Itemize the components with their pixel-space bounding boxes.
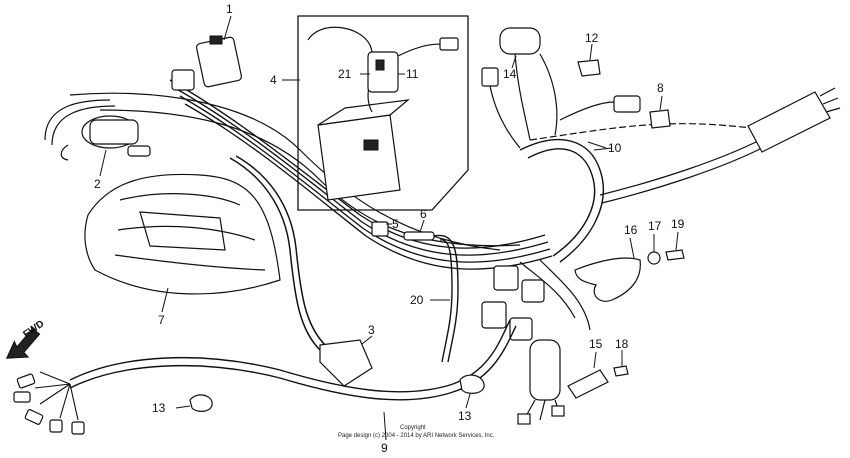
callout-3: 3 bbox=[368, 323, 375, 337]
main-harness bbox=[44, 79, 553, 270]
clamp-part-13-right bbox=[459, 374, 485, 394]
connectors-part-5-6 bbox=[371, 219, 435, 241]
ignition-coil-part-2 bbox=[60, 115, 151, 177]
callout-13-right: 13 bbox=[458, 409, 472, 423]
socket-part-8 bbox=[649, 109, 671, 129]
connector-cluster bbox=[481, 259, 591, 341]
callout-18: 18 bbox=[615, 337, 629, 351]
clip-part-12 bbox=[577, 59, 601, 77]
copyright-line-1: Copyright bbox=[400, 425, 426, 431]
bolt-part-18 bbox=[613, 365, 629, 377]
callout-5: 5 bbox=[392, 217, 399, 231]
screw-part-19 bbox=[665, 249, 685, 261]
fuse-holder-part-11-21 bbox=[360, 37, 459, 93]
callout-1: 1 bbox=[226, 2, 233, 16]
stay-part-16 bbox=[574, 257, 641, 302]
callout-20: 20 bbox=[410, 293, 424, 307]
callout-4: 4 bbox=[270, 73, 277, 87]
battery bbox=[307, 26, 410, 201]
callout-11: 11 bbox=[406, 67, 419, 81]
connector bbox=[613, 95, 641, 113]
lower-harness-part-9 bbox=[13, 319, 517, 441]
connector bbox=[171, 69, 195, 91]
bracket-part-15 bbox=[567, 369, 609, 399]
callout-10: 10 bbox=[608, 141, 622, 155]
condenser-part-14 bbox=[499, 27, 558, 141]
tube-part-20 bbox=[430, 234, 459, 363]
tail-harness-sleeve bbox=[747, 91, 831, 153]
callout-12: 12 bbox=[585, 31, 599, 45]
callout-14: 14 bbox=[503, 67, 517, 81]
callout-8: 8 bbox=[657, 81, 664, 95]
callout-2: 2 bbox=[94, 177, 101, 191]
callout-16: 16 bbox=[624, 223, 638, 237]
callout-6: 6 bbox=[420, 207, 427, 221]
relay-part-1 bbox=[195, 15, 243, 88]
tray-part-7 bbox=[84, 173, 281, 313]
callout-7: 7 bbox=[158, 313, 165, 327]
clamp-part-13-left bbox=[189, 394, 213, 412]
harness-branch-10 bbox=[519, 87, 841, 263]
callout-21: 21 bbox=[338, 67, 352, 81]
flasher-unit bbox=[517, 339, 565, 425]
callout-17: 17 bbox=[648, 219, 662, 233]
callout-13-left: 13 bbox=[152, 401, 166, 415]
plug-cap-part-3 bbox=[229, 155, 373, 387]
callout-15: 15 bbox=[589, 337, 603, 351]
fwd-arrow: FWD bbox=[5, 318, 46, 359]
grommet-part-17 bbox=[647, 251, 661, 265]
callout-9: 9 bbox=[381, 441, 388, 455]
connector bbox=[481, 67, 499, 87]
callout-19: 19 bbox=[671, 217, 685, 231]
copyright-line-2: Page design (c) 2004 - 2014 by ARI Netwo… bbox=[338, 433, 495, 439]
